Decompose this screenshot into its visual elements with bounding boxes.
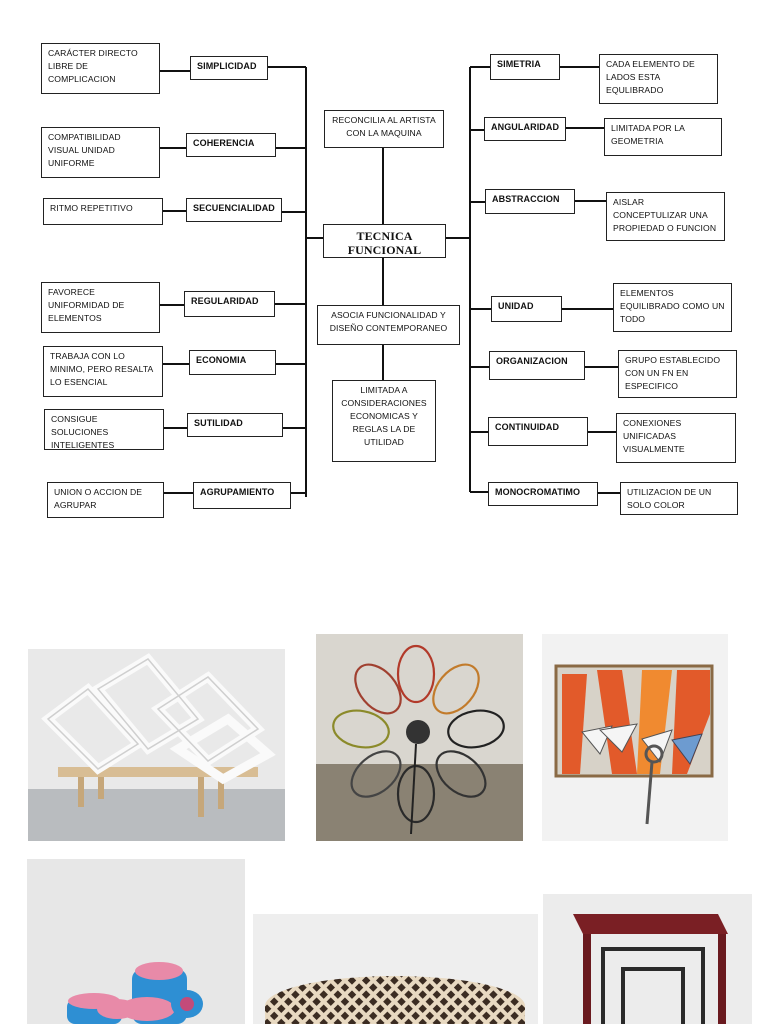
- desc-simetria: CADA ELEMENTO DE LADOS ESTA EQULIBRADO: [599, 54, 718, 104]
- label-simplicidad: SIMPLICIDAD: [190, 56, 268, 80]
- desc-organizacion: GRUPO ESTABLECIDO CON UN FN EN ESPECIFIC…: [618, 350, 737, 398]
- photo-key-holder: [542, 634, 728, 841]
- desc-coherencia: COMPATIBILIDAD VISUAL UNIDAD UNIFORME: [41, 127, 160, 178]
- label-regularidad: REGULARIDAD: [184, 291, 275, 317]
- label-secuencialidad: SECUENCIALIDAD: [186, 198, 282, 222]
- desc-unidad: ELEMENTOS EQUILIBRADO COMO UN TODO: [613, 283, 732, 332]
- desc-regularidad: FAVORECE UNIFORMIDAD DE ELEMENTOS: [41, 282, 160, 333]
- label-simetria: SIMETRIA: [490, 54, 560, 80]
- label-monocromatimo: MONOCROMATIMO: [488, 482, 598, 506]
- photo-woven-ottoman: [253, 914, 538, 1024]
- photo-racket-sculpture: [316, 634, 523, 841]
- label-angularidad: ANGULARIDAD: [484, 117, 566, 141]
- label-coherencia: COHERENCIA: [186, 133, 276, 157]
- desc-monocromatimo: UTILIZACION DE UN SOLO COLOR: [620, 482, 738, 515]
- label-continuidad: CONTINUIDAD: [488, 417, 588, 446]
- desc-continuidad: CONEXIONES UNIFICADAS VISUALMENTE: [616, 413, 736, 463]
- desc-secuencialidad: RITMO REPETITIVO: [43, 198, 163, 225]
- photo-stacked-rings: [27, 859, 245, 1024]
- desc-abstraccion: AISLAR CONCEPTULIZAR UNA PROPIEDAD O FUN…: [606, 192, 725, 241]
- center-title: TECNICA FUNCIONAL: [323, 224, 446, 258]
- desc-simplicidad: CARÁCTER DIRECTO LIBRE DE COMPLICACION: [41, 43, 160, 94]
- photo-white-zigzag-shelf: [28, 649, 285, 841]
- label-unidad: UNIDAD: [491, 296, 562, 322]
- desc-economia: TRABAJA CON LO MINIMO, PERO RESALTA LO E…: [43, 346, 163, 397]
- desc-sutilidad: CONSIGUE SOLUCIONES INTELIGENTES: [44, 409, 164, 450]
- label-organizacion: ORGANIZACION: [489, 351, 585, 380]
- center-middle-note: ASOCIA FUNCIONALIDAD Y DISEÑO CONTEMPORA…: [317, 305, 460, 345]
- label-economia: ECONOMIA: [189, 350, 276, 375]
- label-abstraccion: ABSTRACCION: [485, 189, 575, 214]
- label-sutilidad: SUTILIDAD: [187, 413, 283, 437]
- connector-lines: [160, 66, 620, 497]
- desc-angularidad: LIMITADA POR LA GEOMETRIA: [604, 118, 722, 156]
- center-top-note: RECONCILIA AL ARTISTA CON LA MAQUINA: [324, 110, 444, 148]
- center-bottom-note: LIMITADA A CONSIDERACIONES ECONOMICAS Y …: [332, 380, 436, 462]
- desc-agrupamiento: UNION O ACCION DE AGRUPAR: [47, 482, 164, 518]
- label-agrupamiento: AGRUPAMIENTO: [193, 482, 291, 509]
- photo-nested-tables: [543, 894, 752, 1024]
